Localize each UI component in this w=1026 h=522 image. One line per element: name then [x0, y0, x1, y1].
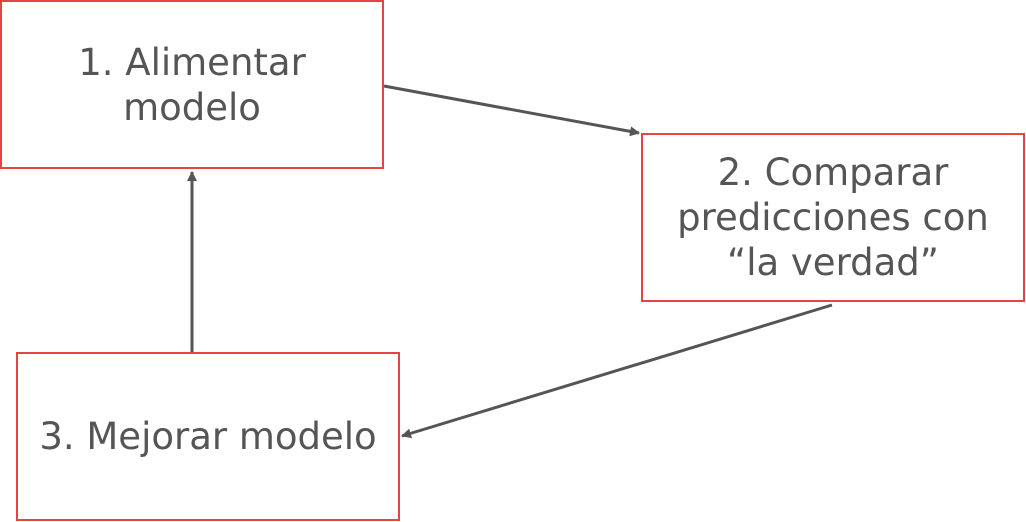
step-3-line-1: 3. Mejorar modelo	[39, 415, 377, 458]
step-1-line-1: 1. Alimentar	[78, 40, 306, 84]
step-2-box: 2. Comparar predicciones con “la verdad”	[641, 133, 1025, 302]
step-2-line-3: “la verdad”	[727, 241, 939, 284]
step-2-text: 2. Comparar predicciones con “la verdad”	[677, 150, 989, 285]
step-3-text: 3. Mejorar modelo	[39, 414, 376, 459]
step-2-line-1: 2. Comparar	[717, 151, 949, 194]
step-1-box: 1. Alimentar modelo	[0, 0, 384, 169]
step-1-text: 1. Alimentar modelo	[78, 40, 306, 130]
step-2-line-2: predicciones con	[677, 196, 989, 239]
step-1-line-2: modelo	[123, 85, 261, 129]
arrow-step2-to-step3	[401, 303, 833, 439]
arrow-step1-to-step2	[383, 84, 640, 137]
step-3-box: 3. Mejorar modelo	[16, 352, 400, 521]
